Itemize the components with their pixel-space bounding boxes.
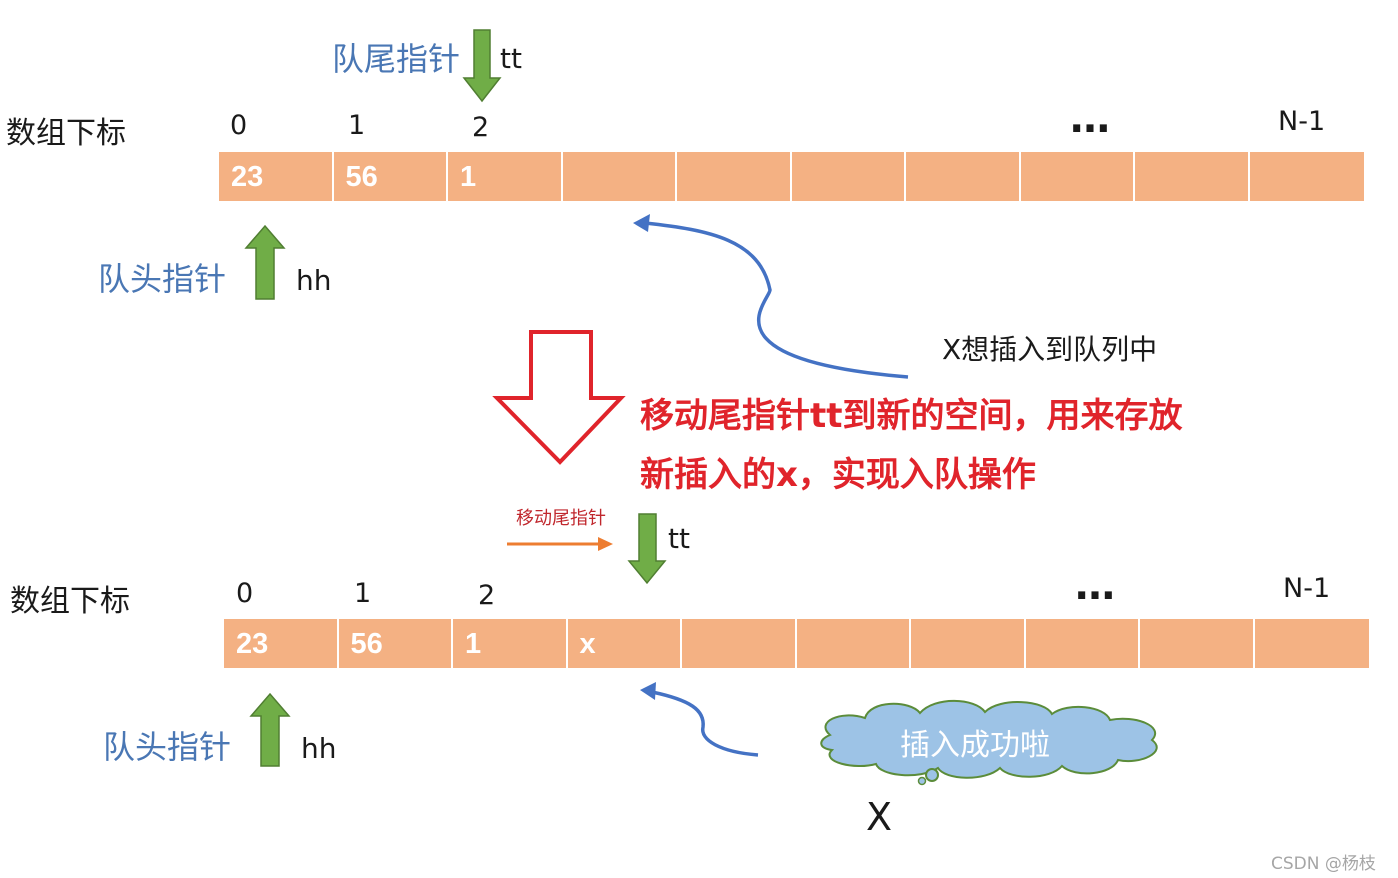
bottom-cell-1: 56 [338, 619, 453, 668]
bottom-cell-0: 23 [224, 619, 339, 668]
bottom-cell-3: x [567, 619, 682, 668]
top-cell-0: 23 [219, 152, 334, 201]
move-tail-label: 移动尾指针 [516, 508, 606, 529]
cloud-shape [820, 699, 1158, 779]
new-element-x: X [866, 795, 893, 839]
cloud-bubble-small [917, 776, 927, 786]
bottom-head-label: 队头指针 [103, 728, 232, 766]
top-tail-var: tt [500, 42, 522, 75]
top-head-label: 队头指针 [98, 260, 227, 298]
top-ellipsis: … [1070, 96, 1110, 142]
move-arrow-head [598, 537, 613, 551]
bottom-cell-2: 1 [453, 619, 568, 668]
bottom-ellipsis: … [1075, 563, 1115, 609]
top-index-1: 1 [348, 110, 366, 141]
bottom-index-1: 1 [354, 578, 372, 609]
top-index-0: 0 [230, 110, 248, 141]
top-cell-1: 56 [333, 152, 448, 201]
top-cell-7 [1020, 152, 1135, 201]
bottom-insert-curve [651, 690, 759, 757]
bottom-head-var: hh [301, 732, 337, 765]
top-cell-6 [906, 152, 1021, 201]
cloud-text: 插入成功啦 [900, 728, 1050, 763]
top-cell-4 [677, 152, 792, 201]
bottom-cell-9 [1254, 619, 1369, 668]
top-insert-note: X想插入到队列中 [942, 333, 1158, 366]
bottom-cell-8 [1140, 619, 1255, 668]
top-index-label: 数组下标 [6, 116, 126, 151]
watermark: CSDN @杨枝 [1271, 854, 1376, 874]
top-insert-curve-head [633, 214, 650, 232]
bottom-tail-var: tt [668, 522, 690, 555]
top-head-var: hh [296, 264, 332, 297]
top-cell-5 [791, 152, 906, 201]
top-cell-3 [562, 152, 677, 201]
bottom-head-arrow [249, 692, 291, 767]
bottom-cell-6 [911, 619, 1026, 668]
bottom-index-label: 数组下标 [10, 584, 130, 619]
bottom-tail-arrow [627, 513, 667, 585]
bottom-cell-7 [1025, 619, 1140, 668]
bottom-cell-5 [796, 619, 911, 668]
bottom-index-0: 0 [236, 578, 254, 609]
bottom-cell-4 [682, 619, 797, 668]
big-down-arrow [492, 330, 626, 465]
top-insert-curve [644, 221, 909, 379]
top-cell-2: 1 [448, 152, 563, 201]
bottom-insert-curve-head [640, 682, 656, 700]
explanation-line-1: 移动尾指针tt到新的空间，用来存放 [640, 396, 1183, 436]
top-last-index: N-1 [1278, 106, 1326, 137]
cloud-bubble-large [925, 768, 939, 782]
top-cell-8 [1135, 152, 1250, 201]
top-head-arrow [244, 224, 286, 300]
top-tail-label: 队尾指针 [332, 40, 461, 78]
explanation-line-2: 新插入的x，实现入队操作 [640, 455, 1036, 495]
top-array: 23 56 1 [219, 152, 1364, 201]
top-cell-9 [1249, 152, 1364, 201]
top-tail-arrow [462, 29, 502, 103]
bottom-last-index: N-1 [1283, 573, 1331, 604]
top-index-2: 2 [472, 112, 490, 143]
bottom-index-2: 2 [478, 580, 496, 611]
bottom-array: 23 56 1 x [224, 619, 1369, 668]
